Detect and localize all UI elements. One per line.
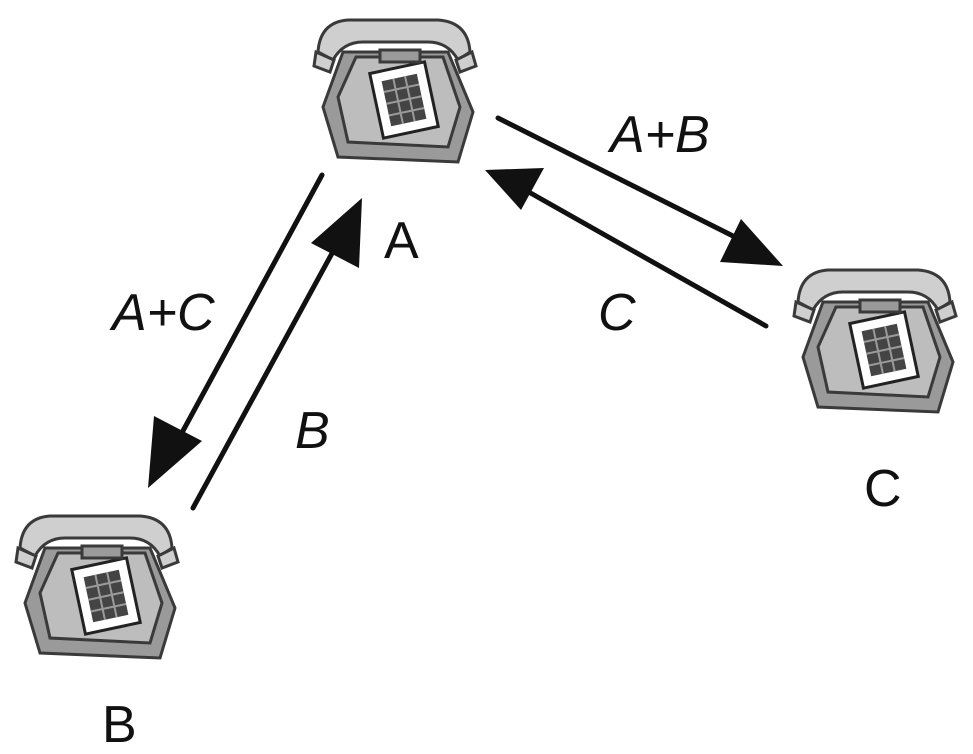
- edge-label-c: C: [598, 284, 636, 342]
- edge-c-to-a: C: [485, 168, 769, 342]
- arrow-line: [175, 172, 325, 443]
- telephone-node-b: B: [14, 514, 180, 754]
- node-a-label: A: [384, 212, 419, 270]
- arrow-line: [524, 188, 769, 329]
- telephone-node-c: C: [792, 268, 958, 518]
- edge-label-b: B: [295, 402, 330, 460]
- edge-label-a-plus-b: A+B: [607, 106, 710, 164]
- arrow-line: [495, 115, 738, 240]
- telephone-icon: [312, 18, 478, 164]
- arrow-head: [720, 219, 783, 266]
- telephone-icon: [14, 514, 180, 660]
- telephone-icon: [792, 268, 958, 414]
- arrow-line: [190, 243, 339, 511]
- arrow-head: [148, 416, 202, 488]
- edge-a-to-b: A+C: [109, 172, 325, 488]
- arrow-head: [311, 198, 362, 268]
- edge-b-to-a: B: [190, 198, 362, 511]
- arrow-head: [485, 168, 544, 210]
- telephone-node-a: A: [312, 18, 478, 270]
- edge-label-a-plus-c: A+C: [109, 284, 215, 342]
- node-b-label: B: [102, 696, 137, 754]
- edge-a-to-c: A+B: [495, 106, 783, 266]
- node-c-label: C: [864, 460, 902, 518]
